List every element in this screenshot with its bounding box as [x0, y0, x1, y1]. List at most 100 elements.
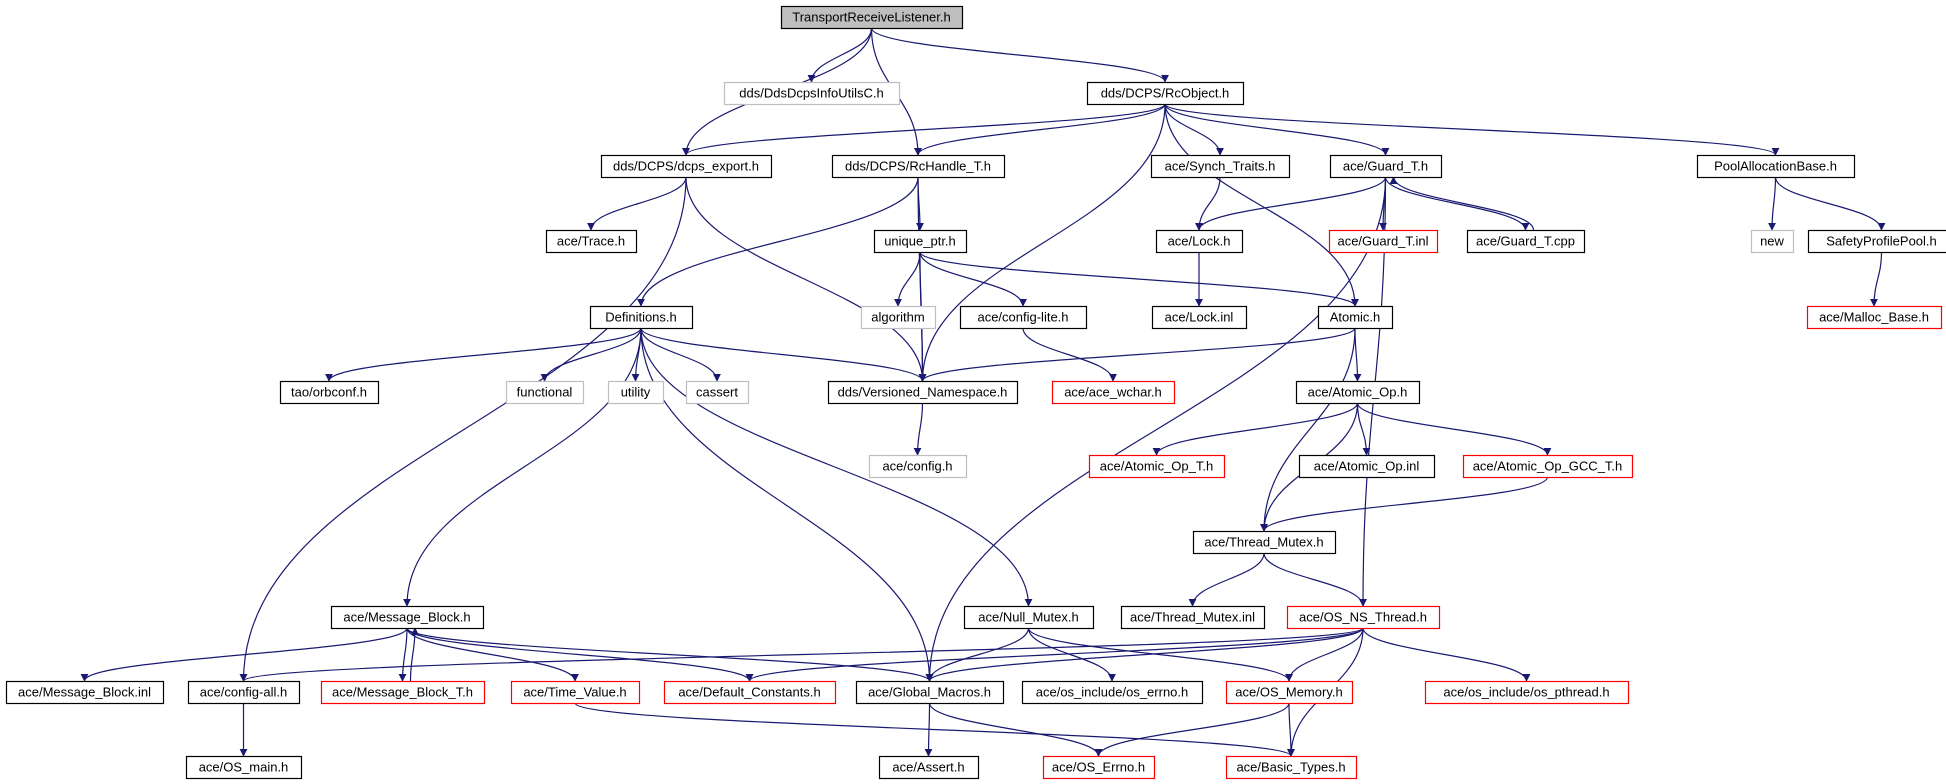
node-label-lock: ace/Lock.h [1168, 234, 1231, 249]
node-box-rchandle [831, 154, 1006, 179]
node-trace[interactable]: ace/Trace.h [545, 229, 638, 254]
node-label-atomicopgcc: ace/Atomic_Op_GCC_T.h [1473, 459, 1623, 474]
node-synchtraits[interactable]: ace/Synch_Traits.h [1150, 154, 1291, 179]
node-guardinl[interactable]: ace/Guard_T.inl [1328, 229, 1439, 254]
node-box-cassert [685, 380, 750, 405]
node-box-msgblock [330, 605, 485, 630]
node-threadmutexinl[interactable]: ace/Thread_Mutex.inl [1120, 605, 1266, 630]
node-box-poolalloc [1696, 154, 1856, 179]
node-box-guardinl [1328, 229, 1439, 254]
node-box-guardt [1329, 154, 1443, 179]
node-lock[interactable]: ace/Lock.h [1155, 229, 1244, 254]
node-cassert[interactable]: cassert [685, 380, 750, 405]
node-label-rcobject: dds/DCPS/RcObject.h [1101, 86, 1230, 101]
node-nullmutex[interactable]: ace/Null_Mutex.h [963, 605, 1095, 630]
node-box-root [780, 5, 964, 30]
edge-timevalue-to-basictypes [574, 702, 1295, 757]
node-oserrnoh[interactable]: ace/OS_Errno.h [1042, 755, 1156, 780]
node-mallocbase[interactable]: ace/Malloc_Base.h [1806, 305, 1943, 330]
edge-definitions-to-msgblock [403, 327, 642, 607]
node-osmain[interactable]: ace/OS_main.h [185, 755, 303, 780]
node-algorithm[interactable]: algorithm [860, 305, 937, 330]
node-defconst[interactable]: ace/Default_Constants.h [663, 680, 837, 705]
node-osmemory[interactable]: ace/OS_Memory.h [1225, 680, 1354, 705]
dependency-nodes: TransportReceiveListener.h dds/DdsDcpsInf… [5, 5, 1946, 780]
edge-rcobject-to-versioned [918, 103, 1166, 382]
node-globalmacros[interactable]: ace/Global_Macros.h [855, 680, 1005, 705]
node-orbconf[interactable]: tao/orbconf.h [279, 380, 380, 405]
node-timevalue[interactable]: ace/Time_Value.h [510, 680, 641, 705]
edge-msgblock-to-defconst [406, 627, 754, 682]
node-label-nullmutex: ace/Null_Mutex.h [978, 610, 1078, 625]
node-label-poolalloc: PoolAllocationBase.h [1714, 159, 1837, 174]
edge-guardt-to-guardcpp [1384, 176, 1530, 231]
edge-osmemory-to-oserrnoh [1094, 702, 1290, 757]
node-oserrno[interactable]: ace/os_include/os_errno.h [1021, 680, 1204, 705]
node-functional[interactable]: functional [505, 380, 585, 405]
node-atomicopgcc[interactable]: ace/Atomic_Op_GCC_T.h [1462, 454, 1634, 479]
node-msgblockt[interactable]: ace/Message_Block_T.h [320, 680, 486, 705]
edge-definitions-to-functional [540, 327, 642, 382]
node-box-mallocbase [1806, 305, 1943, 330]
node-atomicopinl[interactable]: ace/Atomic_Op.inl [1298, 454, 1436, 479]
node-basictypes[interactable]: ace/Basic_Types.h [1225, 755, 1358, 780]
node-box-configh [868, 454, 968, 479]
node-label-timevalue: ace/Time_Value.h [523, 685, 626, 700]
node-box-defconst [663, 680, 837, 705]
edge-osnsthread-to-globalmacros [925, 627, 1364, 682]
node-safetypool[interactable]: SafetyProfilePool.h [1807, 229, 1946, 254]
node-box-rcobject [1086, 81, 1245, 106]
node-label-msgblockinl: ace/Message_Block.inl [18, 685, 151, 700]
node-atomicopt[interactable]: ace/Atomic_Op_T.h [1088, 454, 1226, 479]
edge-uniqueptr-to-atomic [919, 251, 1359, 307]
node-label-threadmutexinl: ace/Thread_Mutex.inl [1130, 610, 1255, 625]
edge-definitions-to-versioned [640, 327, 927, 382]
node-threadmutex[interactable]: ace/Thread_Mutex.h [1192, 530, 1337, 555]
node-label-guardinl: ace/Guard_T.inl [1337, 234, 1428, 249]
node-configlite[interactable]: ace/config-lite.h [959, 305, 1088, 330]
node-configh[interactable]: ace/config.h [868, 454, 968, 479]
node-rchandle[interactable]: dds/DCPS/RcHandle_T.h [831, 154, 1006, 179]
edge-synchtraits-to-lock [1195, 176, 1221, 231]
node-acewchar[interactable]: ace/ace_wchar.h [1051, 380, 1176, 405]
node-versioned[interactable]: dds/Versioned_Namespace.h [827, 380, 1019, 405]
node-uniqueptr[interactable]: unique_ptr.h [873, 229, 968, 254]
node-ddsinfo[interactable]: dds/DdsDcpsInfoUtilsC.h [723, 81, 901, 106]
node-label-assert: ace/Assert.h [892, 760, 964, 775]
node-assert[interactable]: ace/Assert.h [878, 755, 980, 780]
dependency-edges [80, 27, 1886, 757]
node-poolalloc[interactable]: PoolAllocationBase.h [1696, 154, 1856, 179]
edge-rcobject-to-poolalloc [1164, 103, 1780, 156]
node-msgblock[interactable]: ace/Message_Block.h [330, 605, 485, 630]
node-atomic[interactable]: Atomic.h [1317, 305, 1394, 330]
node-definitions[interactable]: Definitions.h [589, 305, 694, 330]
node-osnsthread[interactable]: ace/OS_NS_Thread.h [1286, 605, 1441, 630]
node-label-ospthread: ace/os_include/os_pthread.h [1443, 685, 1609, 700]
node-dcpsexport[interactable]: dds/DCPS/dcps_export.h [600, 154, 773, 179]
node-guardt[interactable]: ace/Guard_T.h [1329, 154, 1443, 179]
node-guardcpp[interactable]: ace/Guard_T.cpp [1466, 229, 1586, 254]
node-box-configlite [959, 305, 1088, 330]
node-label-oserrnoh: ace/OS_Errno.h [1052, 760, 1145, 775]
node-configall[interactable]: ace/config-all.h [187, 680, 301, 705]
node-label-root: TransportReceiveListener.h [792, 10, 951, 25]
node-lockinl[interactable]: ace/Lock.inl [1151, 305, 1248, 330]
edge-globalmacros-to-oserrnoh [928, 702, 1103, 757]
node-ospthread[interactable]: ace/os_include/os_pthread.h [1424, 680, 1630, 705]
edge-poolalloc-to-new [1768, 176, 1777, 231]
node-box-osnsthread [1286, 605, 1441, 630]
node-root[interactable]: TransportReceiveListener.h [780, 5, 964, 30]
node-box-msgblockt [320, 680, 486, 705]
node-new[interactable]: new [1750, 229, 1795, 254]
edge-atomic-to-threadmutex [1260, 327, 1356, 532]
node-utility[interactable]: utility [607, 380, 665, 405]
node-atomicop[interactable]: ace/Atomic_Op.h [1295, 380, 1421, 405]
node-box-threadmutexinl [1120, 605, 1266, 630]
node-msgblockinl[interactable]: ace/Message_Block.inl [5, 680, 165, 705]
node-rcobject[interactable]: dds/DCPS/RcObject.h [1086, 81, 1245, 106]
node-label-lockinl: ace/Lock.inl [1165, 310, 1234, 325]
node-box-atomicop [1295, 380, 1421, 405]
node-label-new: new [1760, 234, 1784, 249]
edge-osnsthread-to-ospthread [1362, 627, 1531, 682]
